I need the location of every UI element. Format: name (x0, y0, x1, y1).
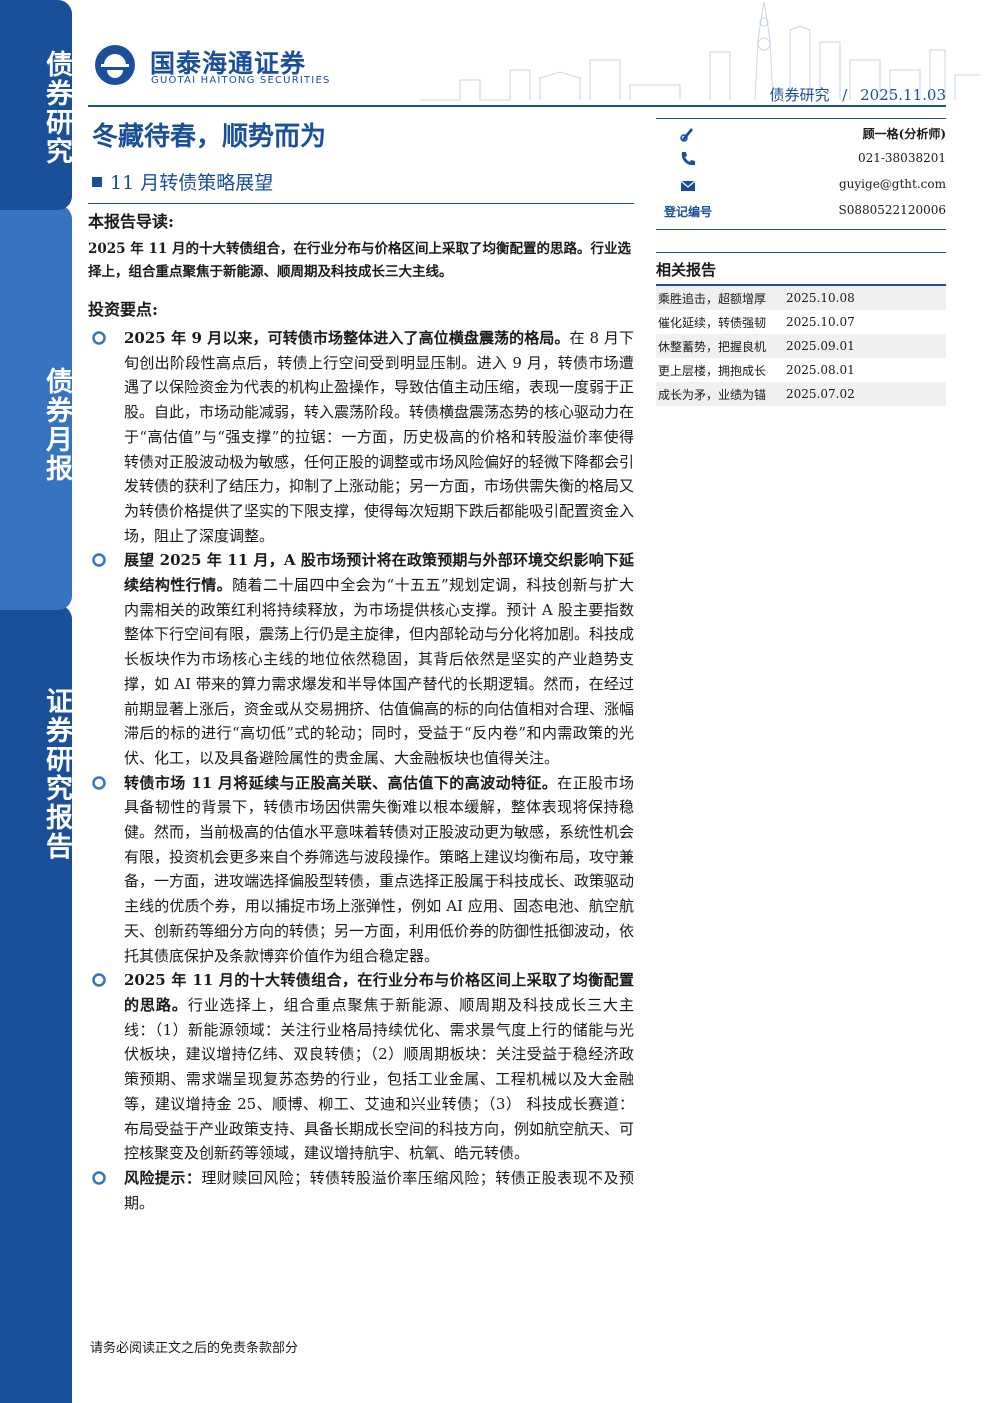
related-item-title: 乘胜追击，超额增厚 (658, 291, 767, 306)
related-item-title: 更上层楼，拥抱成长 (658, 363, 767, 378)
sidebar-tab-securities-report-label: 证券研究报告 (41, 687, 72, 861)
related-item-date: 2025.08.01 (786, 363, 855, 377)
key-point-body: 行业选择上，组合重点聚焦于新能源、顺周期及科技成长三大主线：（1）新能源领域：关… (124, 995, 635, 1163)
related-item[interactable]: 成长为矛，业绩为锚 2025.07.02 (656, 382, 946, 406)
key-point: 转债市场 11 月将延续与正股高关联、高估值下的高波动特征。在正股市场具备韧性的… (88, 771, 634, 969)
related-item[interactable]: 更上层楼，拥抱成长 2025.08.01 (656, 358, 946, 382)
right-column: 顾一格(分析师) 021-38038201 guyige@gtht.com 登记… (656, 118, 946, 406)
report-subtitle-row: 11 月转债策略展望 (92, 168, 273, 195)
related-top-rule (656, 252, 946, 253)
guotai-haitong-logo-icon (95, 45, 135, 85)
brand-name-cn: 国泰海通证券 (150, 49, 307, 78)
key-point-body: 在正股市场具备韧性的背景下，转债市场因供需失衡难以根本缓解，整体表现将保持稳健。… (124, 773, 635, 965)
key-point: 2025 年 11 月的十大转债组合，在行业分布与价格区间上采取了均衡配置的思路… (88, 968, 634, 1166)
related-item-date: 2025.09.01 (786, 339, 855, 353)
square-bullet-icon (92, 177, 102, 187)
related-item[interactable]: 催化延续，转债强韧 2025.10.07 (656, 310, 946, 334)
sidebar-tab-bond-monthly-label: 债券月报 (41, 367, 72, 483)
city-skyline-illustration (420, 1, 980, 101)
key-point: 2025 年 9 月以来，可转债市场整体进入了高位横盘震荡的格局。在 8 月下旬… (88, 326, 634, 548)
related-item-date: 2025.07.02 (786, 387, 855, 401)
analyst-reg-no: S0880522120006 (838, 203, 946, 217)
header-category: 债券研究 (769, 86, 830, 104)
key-point: 展望 2025 年 11 月，A 股市场预计将在政策预期与外部环境交织影响下延续… (88, 548, 634, 770)
header-separator: / (842, 86, 848, 104)
key-point-body: 在 8 月下旬创出阶段性高点后，转债上行空间受到明显压制。进入 9 月，转债市场… (124, 329, 635, 545)
brand-name-en: GUOTAI HAITONG SECURITIES (151, 75, 331, 86)
analyst-name-row: 顾一格(分析师) (656, 119, 946, 145)
points-heading: 投资要点: (88, 300, 158, 319)
analyst-top-rule (656, 118, 946, 119)
related-title-rule (656, 284, 946, 286)
ring-bullet-icon (92, 553, 106, 568)
related-item-title: 催化延续，转债强韧 (658, 315, 767, 330)
main-content: 本报告导读: 2025 年 11 月的十大转债组合，在行业分布与价格区间上采取了… (88, 208, 634, 1215)
analyst-email[interactable]: guyige@gtht.com (838, 177, 946, 191)
mail-icon (680, 180, 696, 191)
key-point-lead: 2025 年 9 月以来，可转债市场整体进入了高位横盘震荡的格局。 (124, 329, 570, 347)
related-item[interactable]: 休整蓄势，把握良机 2025.09.01 (656, 334, 946, 358)
report-subtitle: 11 月转债策略展望 (110, 172, 274, 194)
sidebar-tab-bond-research-label: 债券研究 (41, 50, 72, 166)
header-date: 2025.11.03 (860, 86, 946, 104)
analyst-bottom-rule (656, 229, 946, 230)
analyst-phone: 021-38038201 (857, 151, 946, 165)
related-item-title: 休整蓄势，把握良机 (658, 339, 767, 354)
footer-disclaimer: 请务必阅读正文之后的免责条款部分 (90, 1341, 299, 1356)
pen-icon (680, 128, 693, 142)
key-point-lead: 2025 年 11 月的十大转债组合，在行业分布与价格区间上采取了均衡配置的思路… (124, 971, 634, 1014)
risk-body: 理财赎回风险；转债转股溢价率压缩风险；转债正股表现不及预期。 (124, 1168, 634, 1212)
report-title: 冬藏待春，顺势而为 (92, 122, 327, 152)
analyst-phone-row: 021-38038201 (656, 145, 946, 171)
key-point-lead: 展望 2025 年 11 月，A 股市场预计将在政策预期与外部环境交织影响下延续… (124, 551, 634, 595)
analyst-email-row: guyige@gtht.com (656, 171, 946, 197)
analyst-reg-row: 登记编号 S0880522120006 (656, 197, 946, 223)
related-heading: 相关报告 (656, 261, 717, 279)
phone-icon (681, 152, 695, 166)
analyst-reg-label: 登记编号 (664, 205, 713, 219)
ring-bullet-icon (92, 1171, 106, 1185)
left-sidebar: 证券研究报告 债券月报 债券研究 (0, 0, 72, 1403)
ring-bullet-icon (92, 973, 106, 988)
related-item[interactable]: 乘胜追击，超额增厚 2025.10.08 (656, 286, 946, 310)
guide-heading: 本报告导读: (88, 212, 174, 231)
key-point-body: 随着二十届四中全会为“十五五”规划定调，科技创新与扩大内需相关的政策红利将持续释… (124, 576, 635, 767)
key-point-risk: 风险提示：理财赎回风险；转债转股溢价率压缩风险；转债正股表现不及预期。 (88, 1166, 634, 1215)
header-divider (88, 105, 946, 107)
sidebar-tab-bond-monthly: 债券月报 (0, 205, 72, 610)
related-item-title: 成长为矛，业绩为锚 (658, 387, 767, 402)
risk-lead: 风险提示： (124, 1168, 202, 1187)
guide-text: 2025 年 11 月的十大转债组合，在行业分布与价格区间上采取了均衡配置的思路… (88, 241, 631, 280)
sidebar-tab-securities-report: 证券研究报告 (0, 605, 72, 1403)
main-divider (88, 203, 634, 204)
analyst-name: 顾一格(分析师) (862, 127, 946, 141)
header-meta: 债券研究 / 2025.11.03 (769, 84, 946, 105)
related-item-date: 2025.10.07 (786, 315, 855, 329)
related-item-date: 2025.10.08 (786, 291, 855, 305)
ring-bullet-icon (92, 331, 106, 345)
ring-bullet-icon (92, 775, 106, 790)
key-point-lead: 转债市场 11 月将延续与正股高关联、高估值下的高波动特征。 (124, 773, 558, 792)
sidebar-tab-bond-research: 债券研究 (0, 0, 72, 210)
